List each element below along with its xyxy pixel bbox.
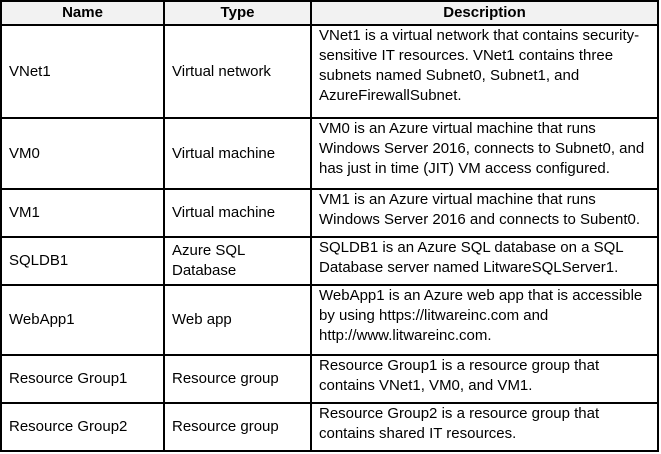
header-name: Name <box>0 0 165 26</box>
cell-name: VM1 <box>0 188 165 238</box>
table-row: SQLDB1 Azure SQL Database SQLDB1 is an A… <box>0 235 659 286</box>
table-row: VNet1 Virtual network VNet1 is a virtual… <box>0 23 659 120</box>
table-header: Name Type Description <box>0 0 659 26</box>
table-row: VM0 Virtual machine VM0 is an Azure virt… <box>0 117 659 190</box>
table-body: VNet1 Virtual network VNet1 is a virtual… <box>0 23 659 452</box>
cell-description: VM0 is an Azure virtual machine that run… <box>310 117 659 190</box>
cell-type: Resource group <box>163 354 312 405</box>
cell-name: VNet1 <box>0 23 165 120</box>
header-description: Description <box>310 0 659 26</box>
cell-description: SQLDB1 is an Azure SQL database on a SQL… <box>310 235 659 286</box>
cell-type: Web app <box>163 283 312 357</box>
cell-description: VM1 is an Azure virtual machine that run… <box>310 188 659 238</box>
cell-type: Azure SQL Database <box>163 235 312 286</box>
cell-description: Resource Group2 is a resource group that… <box>310 402 659 452</box>
table-row: Resource Group2 Resource group Resource … <box>0 402 659 452</box>
cell-type: Virtual network <box>163 23 312 120</box>
table-row: VM1 Virtual machine VM1 is an Azure virt… <box>0 188 659 238</box>
cell-description: WebApp1 is an Azure web app that is acce… <box>310 283 659 357</box>
header-row: Name Type Description <box>0 0 659 26</box>
cell-type: Resource group <box>163 402 312 452</box>
cell-description: Resource Group1 is a resource group that… <box>310 354 659 405</box>
table-row: WebApp1 Web app WebApp1 is an Azure web … <box>0 283 659 357</box>
cell-name: Resource Group2 <box>0 402 165 452</box>
table-row: Resource Group1 Resource group Resource … <box>0 354 659 405</box>
cell-type: Virtual machine <box>163 117 312 190</box>
cell-name: WebApp1 <box>0 283 165 357</box>
cell-name: Resource Group1 <box>0 354 165 405</box>
cell-description: VNet1 is a virtual network that contains… <box>310 23 659 120</box>
cell-name: SQLDB1 <box>0 235 165 286</box>
cell-type: Virtual machine <box>163 188 312 238</box>
cell-name: VM0 <box>0 117 165 190</box>
header-type: Type <box>163 0 312 26</box>
